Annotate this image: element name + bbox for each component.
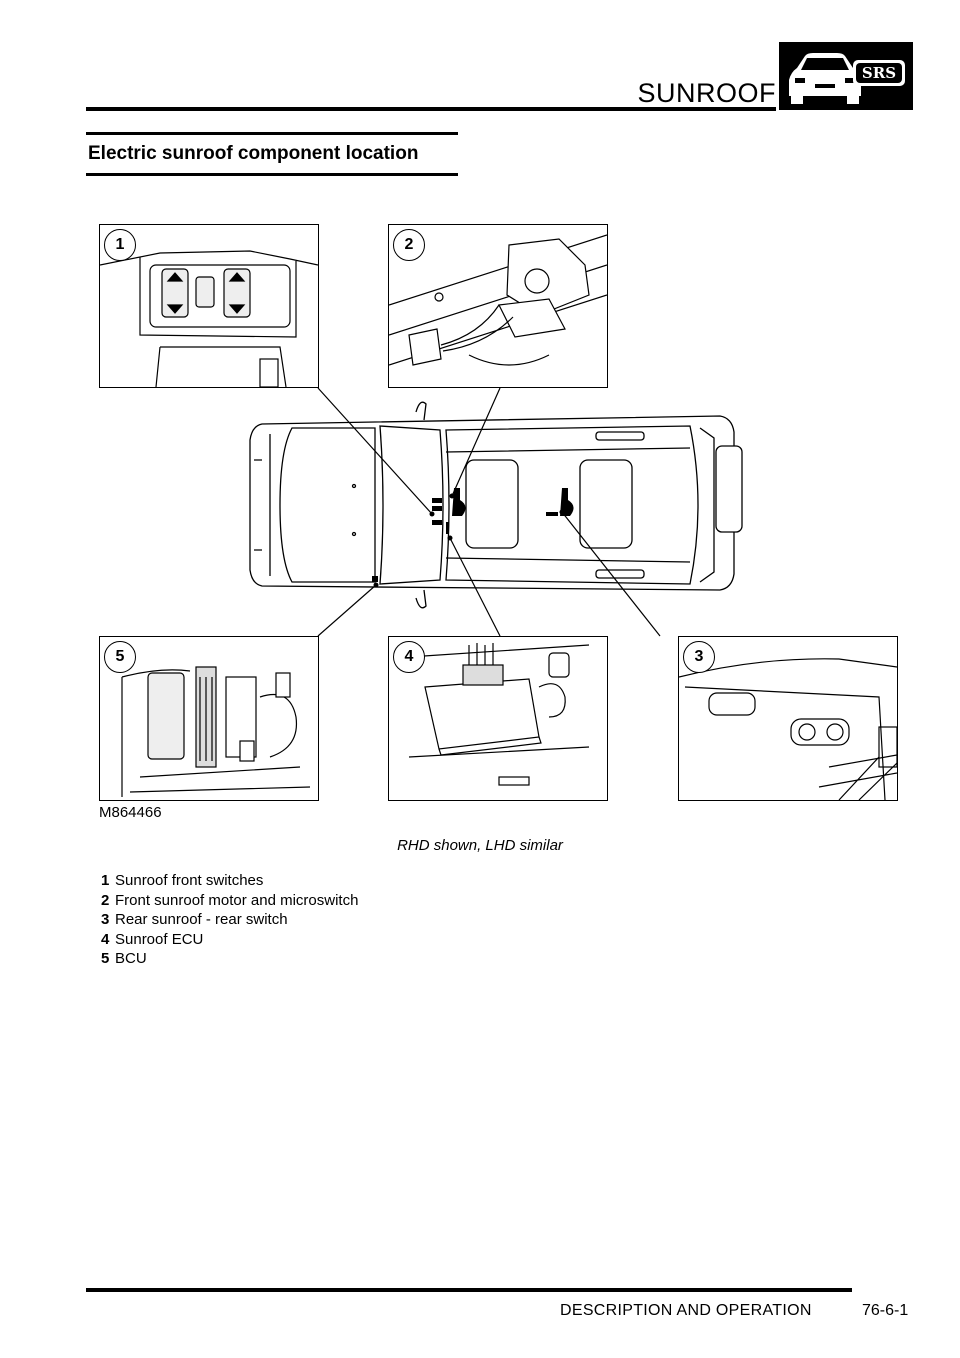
header-rule	[86, 107, 776, 111]
detail-panel-3: 3	[678, 636, 898, 801]
footer-section-name: DESCRIPTION AND OPERATION	[560, 1302, 812, 1319]
rear-switch-illustration	[679, 658, 897, 800]
page-number: 76-6-1	[862, 1302, 909, 1319]
srs-badge-text: SRS	[861, 64, 897, 82]
figure-drawing	[249, 387, 743, 637]
callout-4: 4	[393, 641, 425, 673]
detail-panel-2: 2	[388, 224, 608, 388]
figure-caption: RHD shown, LHD similar	[397, 837, 563, 854]
section-title: Electric sunroof component location	[88, 143, 419, 164]
chapter-title: SUNROOF	[637, 78, 776, 108]
callout-1: 1	[104, 229, 136, 261]
vehicle-plan-view	[249, 401, 743, 609]
section-rule-top	[86, 132, 458, 135]
detail-panel-1: 1	[99, 224, 319, 388]
component-markers	[372, 488, 574, 588]
footer-rule	[86, 1288, 852, 1292]
front-switches-illustration	[100, 250, 318, 387]
figure-id: M864466	[99, 804, 162, 821]
detail-panel-4: 4	[388, 636, 608, 801]
sunroof-ecu-illustration	[408, 643, 590, 786]
callout-2: 2	[393, 229, 425, 261]
srs-car-icon	[789, 53, 905, 104]
callout-3: 3	[683, 641, 715, 673]
srs-badge: SRS	[779, 42, 913, 110]
leader-lines	[317, 387, 661, 637]
bcu-illustration	[121, 666, 311, 797]
detail-panel-5: 5	[99, 636, 319, 801]
front-motor-illustration	[389, 234, 607, 366]
callout-5: 5	[104, 641, 136, 673]
section-rule-bottom	[86, 173, 458, 176]
